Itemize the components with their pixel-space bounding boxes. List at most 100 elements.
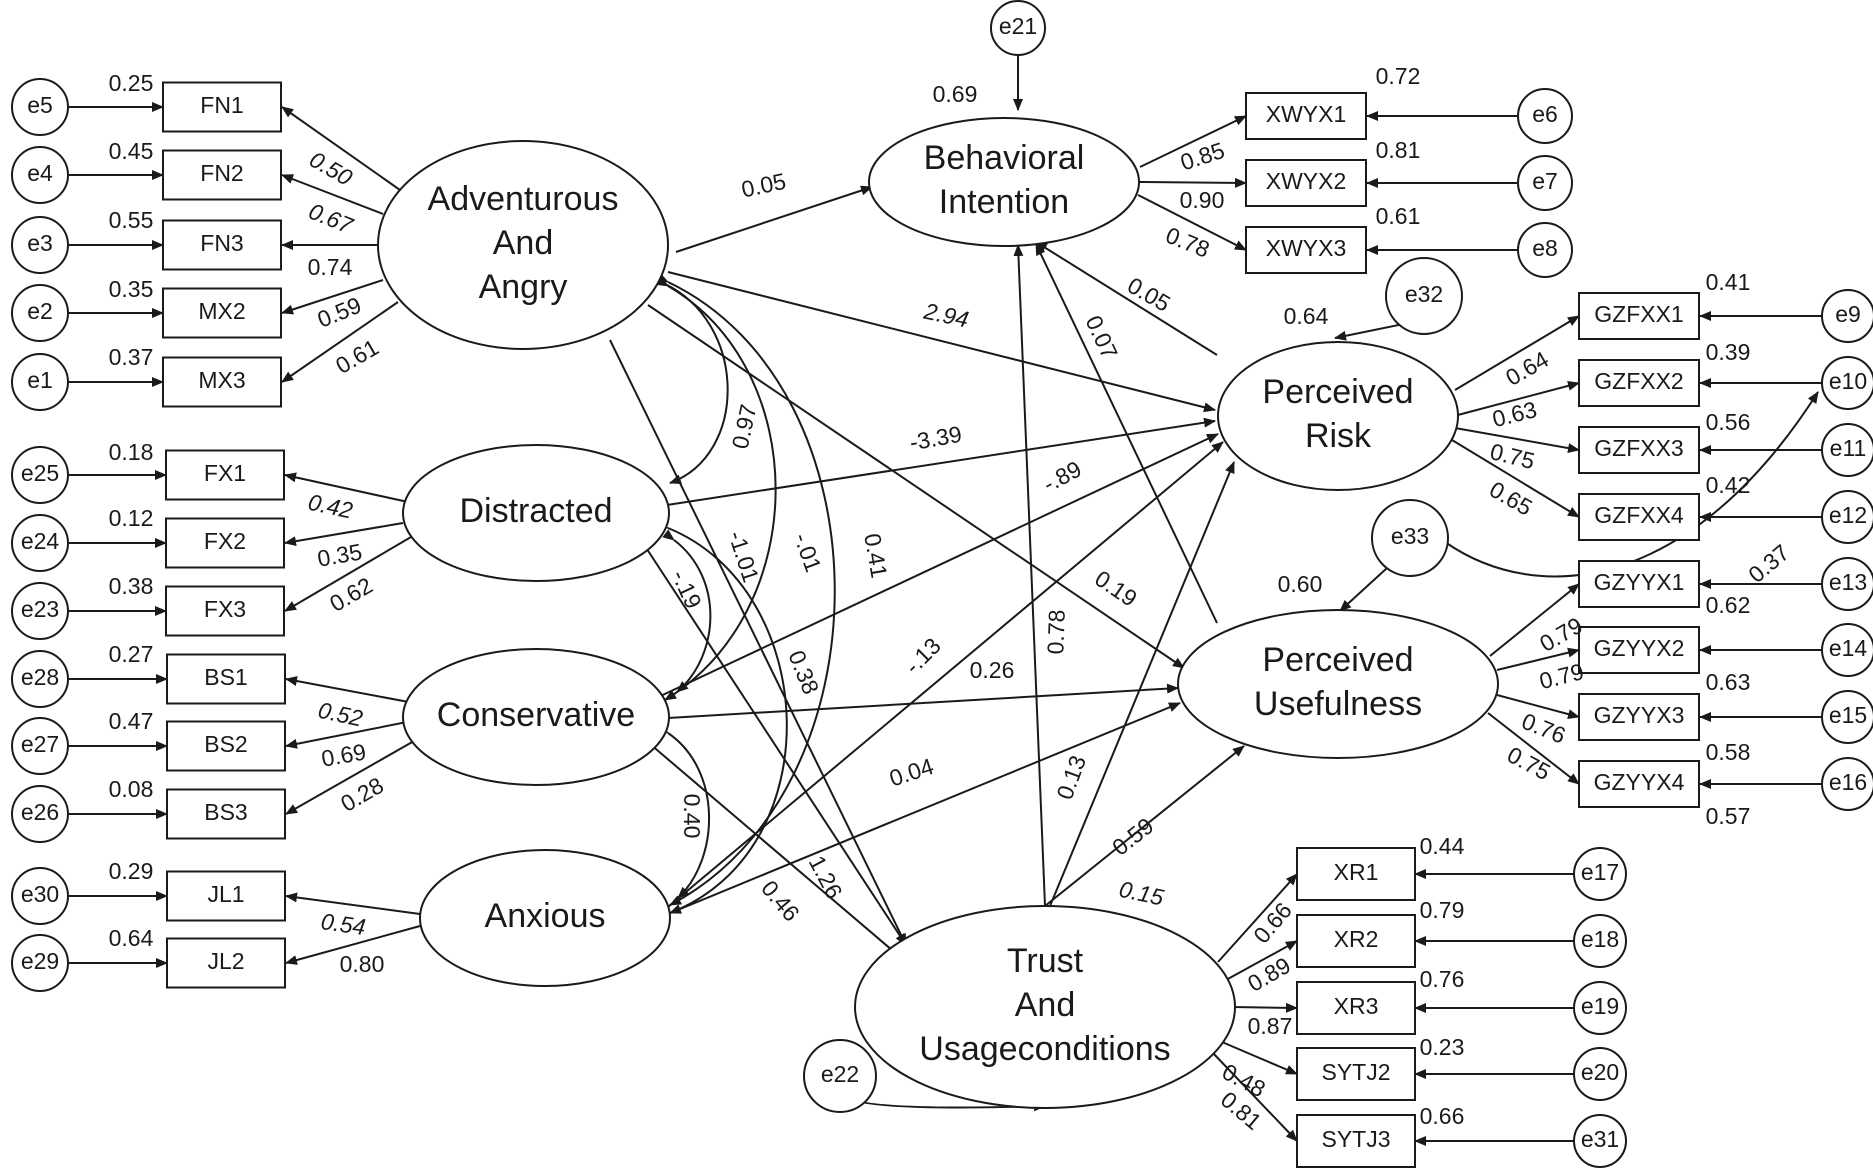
coef-paths-dis-tu: 0.38 xyxy=(783,647,824,698)
path-con-pu xyxy=(667,683,1179,719)
cov-adv-con xyxy=(655,276,777,701)
coef-covariances-adv-con: -.01 xyxy=(789,529,827,575)
loading-adv-fn1 xyxy=(281,106,401,191)
coef-squared-multiple-correlations-xwyx2: 0.81 xyxy=(1376,137,1421,163)
coef-squared-multiple-correlations-jl2: 0.64 xyxy=(109,925,154,951)
coef-squared-multiple-correlations-gzyyx1: 0.62 xyxy=(1706,592,1751,618)
coef-squared-multiple-correlations-xwyx1: 0.72 xyxy=(1376,63,1421,89)
error-e22: e22 xyxy=(803,1039,877,1113)
coef-squared-multiple-correlations-bs3: 0.08 xyxy=(109,776,154,802)
coef-squared-multiple-correlations-fx2: 0.12 xyxy=(109,505,154,531)
coef-squared-multiple-correlations-xr2: 0.79 xyxy=(1420,897,1465,923)
indicator-fn1-label: FN1 xyxy=(200,92,243,118)
indicator-gzfxx2: GZFXX2 xyxy=(1578,359,1700,407)
error-e26-label: e26 xyxy=(21,799,59,825)
coef-loadings-jl1: 0.54 xyxy=(319,908,367,940)
loading-con-bs1 xyxy=(285,676,415,704)
indicator-jl2-label: JL2 xyxy=(207,948,244,974)
loading-anx-jl1 xyxy=(285,892,421,915)
indicator-bs3-label: BS3 xyxy=(204,799,247,825)
error-e10-label: e10 xyxy=(1829,368,1867,394)
loading-con-bs2 xyxy=(285,721,408,749)
indicator-fx1: FX1 xyxy=(165,449,285,501)
indicator-jl2: JL2 xyxy=(166,937,286,989)
error-e5: e5 xyxy=(11,78,69,136)
path-anx-pu xyxy=(667,702,1181,915)
coef-loadings-xwyx3: 0.78 xyxy=(1162,222,1213,263)
coef-squared-multiple-correlations-gzyyx4: 0.57 xyxy=(1706,803,1751,829)
path-dis-pr xyxy=(666,417,1216,506)
coef-loadings-fx3: 0.62 xyxy=(325,572,377,617)
error-e6-label: e6 xyxy=(1532,101,1558,127)
error-e13: e13 xyxy=(1821,557,1873,611)
error-e21-label: e21 xyxy=(999,13,1037,39)
error-e9: e9 xyxy=(1821,289,1873,343)
indicator-gzfxx4: GZFXX4 xyxy=(1578,493,1700,541)
coef-squared-multiple-correlations-gzfxx3: 0.56 xyxy=(1706,409,1751,435)
coef-squared-multiple-correlations-pu: 0.60 xyxy=(1278,571,1323,597)
coef-paths-con-pr: -.89 xyxy=(1038,456,1085,498)
path-adv-bi xyxy=(675,185,873,253)
coef-covariances-e10-e13: 0.37 xyxy=(1743,539,1794,588)
loading-pu-gzyyx4 xyxy=(1487,712,1580,785)
coef-squared-multiple-correlations-fn1: 0.25 xyxy=(109,70,154,96)
loading-bi-xwyx1 xyxy=(1139,115,1247,168)
latent-con-label-0: Conservative xyxy=(437,696,635,734)
indicator-gzfxx3-label: GZFXX3 xyxy=(1594,435,1683,461)
coef-squared-multiple-correlations-fx1: 0.18 xyxy=(109,439,154,465)
coef-loadings-bs3: 0.28 xyxy=(336,772,388,817)
error-e24: e24 xyxy=(11,514,69,572)
coef-loadings-fn3: 0.74 xyxy=(308,254,353,280)
coef-loadings-gzyyx4: 0.75 xyxy=(1503,741,1555,785)
coef-paths-dis-pr: -3.39 xyxy=(908,421,964,456)
loading-dis-fx3 xyxy=(284,536,412,612)
coef-loadings-fn2: 0.67 xyxy=(305,198,357,239)
loading-adv-mx3 xyxy=(281,301,399,383)
coef-squared-multiple-correlations-pr: 0.64 xyxy=(1284,303,1329,329)
error-e4-label: e4 xyxy=(27,160,53,186)
error-e30: e30 xyxy=(11,867,69,925)
indicator-gzyyx4-label: GZYYX4 xyxy=(1594,769,1685,795)
indicator-xwyx2-label: XWYX2 xyxy=(1266,168,1347,194)
indicator-gzyyx1: GZYYX1 xyxy=(1578,560,1700,608)
coef-loadings-xwyx2: 0.90 xyxy=(1180,187,1225,213)
indicator-sytj3: SYTJ3 xyxy=(1296,1114,1416,1168)
error-e19: e19 xyxy=(1573,981,1627,1035)
indicator-sytj3-label: SYTJ3 xyxy=(1321,1126,1390,1152)
indicator-fx1-label: FX1 xyxy=(204,460,246,486)
indicator-gzfxx4-label: GZFXX4 xyxy=(1594,502,1684,528)
indicator-xr2-label: XR2 xyxy=(1334,926,1379,952)
error-e18-label: e18 xyxy=(1581,926,1619,952)
indicator-gzyyx2: GZYYX2 xyxy=(1578,626,1700,674)
latent-pr-label-0: Perceived xyxy=(1262,373,1413,411)
error-e15: e15 xyxy=(1821,690,1873,744)
coef-squared-multiple-correlations-jl1: 0.29 xyxy=(109,858,154,884)
path-adv-pu xyxy=(647,304,1185,669)
coef-covariances-adv-dis: 0.97 xyxy=(727,402,762,451)
loading-anx-jl2 xyxy=(285,925,421,965)
cov-dis-con xyxy=(662,529,712,693)
error-e33-label: e33 xyxy=(1391,523,1429,549)
indicator-fx3-label: FX3 xyxy=(204,596,246,622)
error-e16-label: e16 xyxy=(1829,769,1867,795)
loading-pu-gzyyx1 xyxy=(1489,583,1580,657)
latent-tu-label-0: Trust xyxy=(1007,942,1084,980)
error-e20: e20 xyxy=(1573,1047,1627,1101)
shapes-layer: AdventurousAndAngryDistractedConservativ… xyxy=(11,0,1873,1168)
error-e2: e2 xyxy=(11,284,69,342)
coef-squared-multiple-correlations-fn2: 0.45 xyxy=(109,138,154,164)
error-e29: e29 xyxy=(11,934,69,992)
latent-dis: Distracted xyxy=(402,444,670,582)
coef-paths-tu-extra: 0.15 xyxy=(1117,876,1166,911)
loading-bi-xwyx3 xyxy=(1137,194,1247,251)
error-e17-label: e17 xyxy=(1581,859,1619,885)
coef-squared-multiple-correlations-bs2: 0.47 xyxy=(109,708,154,734)
error-e33: e33 xyxy=(1371,499,1449,577)
indicator-fx3: FX3 xyxy=(165,585,285,637)
error-e11: e11 xyxy=(1821,423,1873,477)
cov-adv-anx xyxy=(655,272,836,906)
coef-paths-anx-pr: -.13 xyxy=(899,632,945,678)
